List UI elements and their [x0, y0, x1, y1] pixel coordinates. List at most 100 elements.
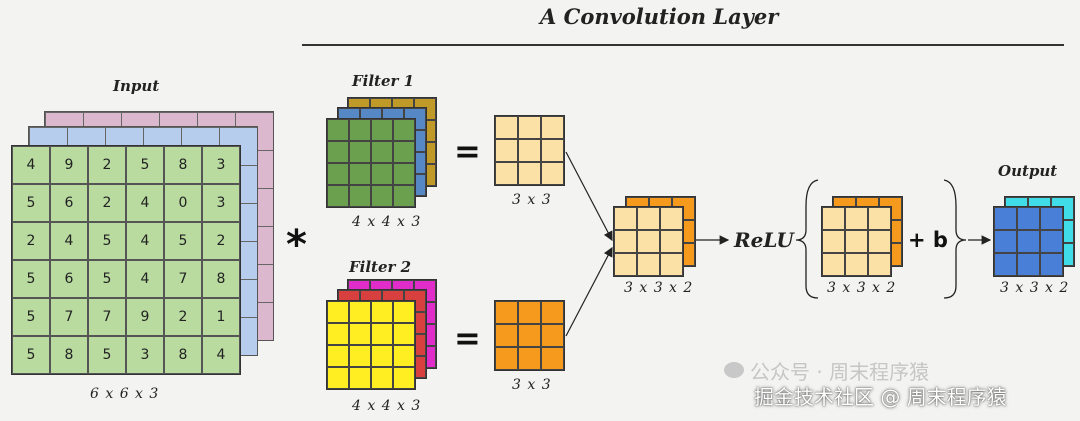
input-cell: 2 — [88, 184, 126, 222]
grid-cell — [541, 301, 564, 324]
grid-cell — [393, 119, 415, 141]
grid-cell — [393, 163, 415, 185]
grid-cell — [1040, 230, 1063, 253]
filter2-equals: = — [454, 319, 481, 357]
input-cell: 9 — [50, 146, 88, 184]
input-cell: 4 — [126, 184, 164, 222]
grid-cell — [327, 345, 349, 367]
stacked-result-front — [613, 206, 684, 277]
grid-cell — [541, 139, 564, 162]
grid-cell — [371, 367, 393, 389]
left-brace — [795, 179, 819, 299]
grid-cell — [327, 301, 349, 323]
grid-cell — [393, 185, 415, 207]
right-brace — [943, 179, 967, 299]
grid-cell — [845, 253, 868, 276]
input-cell: 7 — [164, 260, 202, 298]
grid-cell — [541, 324, 564, 347]
grid-cell — [994, 253, 1017, 276]
input-cell: 4 — [126, 260, 164, 298]
input-cell: 4 — [12, 146, 50, 184]
input-cell: 8 — [164, 336, 202, 374]
grid-cell — [994, 207, 1017, 230]
grid-cell — [822, 207, 845, 230]
filter1-equals: = — [454, 132, 481, 170]
grid-cell — [349, 185, 371, 207]
input-cell: 5 — [12, 336, 50, 374]
arrow-r1-to-stack — [565, 151, 613, 242]
output-channel-1 — [993, 206, 1064, 277]
input-cell: 4 — [126, 222, 164, 260]
input-cell: 7 — [88, 298, 126, 336]
grid-cell — [349, 367, 371, 389]
grid-cell — [1017, 253, 1040, 276]
grid-cell — [393, 323, 415, 345]
grid-cell — [541, 162, 564, 185]
input-cell: 2 — [12, 222, 50, 260]
input-cell: 8 — [164, 146, 202, 184]
grid-cell — [495, 324, 518, 347]
grid-cell — [637, 230, 660, 253]
grid-cell — [371, 141, 393, 163]
watermark-official-account: 公众号 · 周末程序猿 — [750, 360, 930, 384]
output-label: Output — [998, 162, 1058, 180]
grid-cell — [495, 162, 518, 185]
grid-cell — [518, 139, 541, 162]
filter1-label: Filter 1 — [352, 72, 415, 90]
grid-cell — [1040, 253, 1063, 276]
grid-cell — [371, 301, 393, 323]
grid-cell — [349, 301, 371, 323]
input-cell: 6 — [50, 260, 88, 298]
grid-cell — [518, 162, 541, 185]
relu-label: ReLU — [734, 228, 794, 252]
grid-cell — [327, 367, 349, 389]
grid-cell — [822, 230, 845, 253]
grid-cell — [541, 116, 564, 139]
grid-cell — [637, 253, 660, 276]
relu-result-front — [821, 206, 892, 277]
grid-cell — [845, 207, 868, 230]
grid-cell — [393, 367, 415, 389]
grid-cell — [495, 301, 518, 324]
grid-cell — [1040, 207, 1063, 230]
input-cell: 8 — [202, 260, 240, 298]
input-cell: 0 — [164, 184, 202, 222]
grid-cell — [495, 139, 518, 162]
grid-cell — [614, 253, 637, 276]
grid-cell — [518, 324, 541, 347]
grid-cell — [868, 253, 891, 276]
input-cell: 2 — [202, 222, 240, 260]
input-cell: 7 — [50, 298, 88, 336]
input-cell: 4 — [202, 336, 240, 374]
grid-cell — [495, 116, 518, 139]
convolution-operator: * — [286, 222, 307, 268]
grid-cell — [349, 141, 371, 163]
input-cell: 5 — [12, 184, 50, 222]
grid-cell — [822, 253, 845, 276]
grid-cell — [541, 347, 564, 370]
grid-cell — [393, 345, 415, 367]
grid-cell — [518, 116, 541, 139]
filter2-result-dims: 3 x 3 — [512, 377, 552, 393]
grid-cell — [327, 119, 349, 141]
grid-cell — [660, 253, 683, 276]
grid-cell — [371, 163, 393, 185]
grid-cell — [614, 230, 637, 253]
input-cell: 3 — [126, 336, 164, 374]
grid-cell — [327, 185, 349, 207]
input-cell: 5 — [164, 222, 202, 260]
filter1-channel-1 — [326, 118, 416, 208]
arrow-r2-to-stack — [565, 246, 613, 337]
input-cell: 5 — [12, 260, 50, 298]
input-cell: 2 — [164, 298, 202, 336]
input-cell: 8 — [50, 336, 88, 374]
input-cell: 3 — [202, 184, 240, 222]
grid-cell — [349, 345, 371, 367]
filter1-dims: 4 x 4 x 3 — [352, 214, 422, 230]
input-cell: 5 — [12, 298, 50, 336]
grid-cell — [518, 347, 541, 370]
filter2-label: Filter 2 — [349, 258, 412, 276]
grid-cell — [868, 230, 891, 253]
input-cell: 2 — [88, 146, 126, 184]
relu-result-dims: 3 x 3 x 2 — [827, 280, 897, 296]
